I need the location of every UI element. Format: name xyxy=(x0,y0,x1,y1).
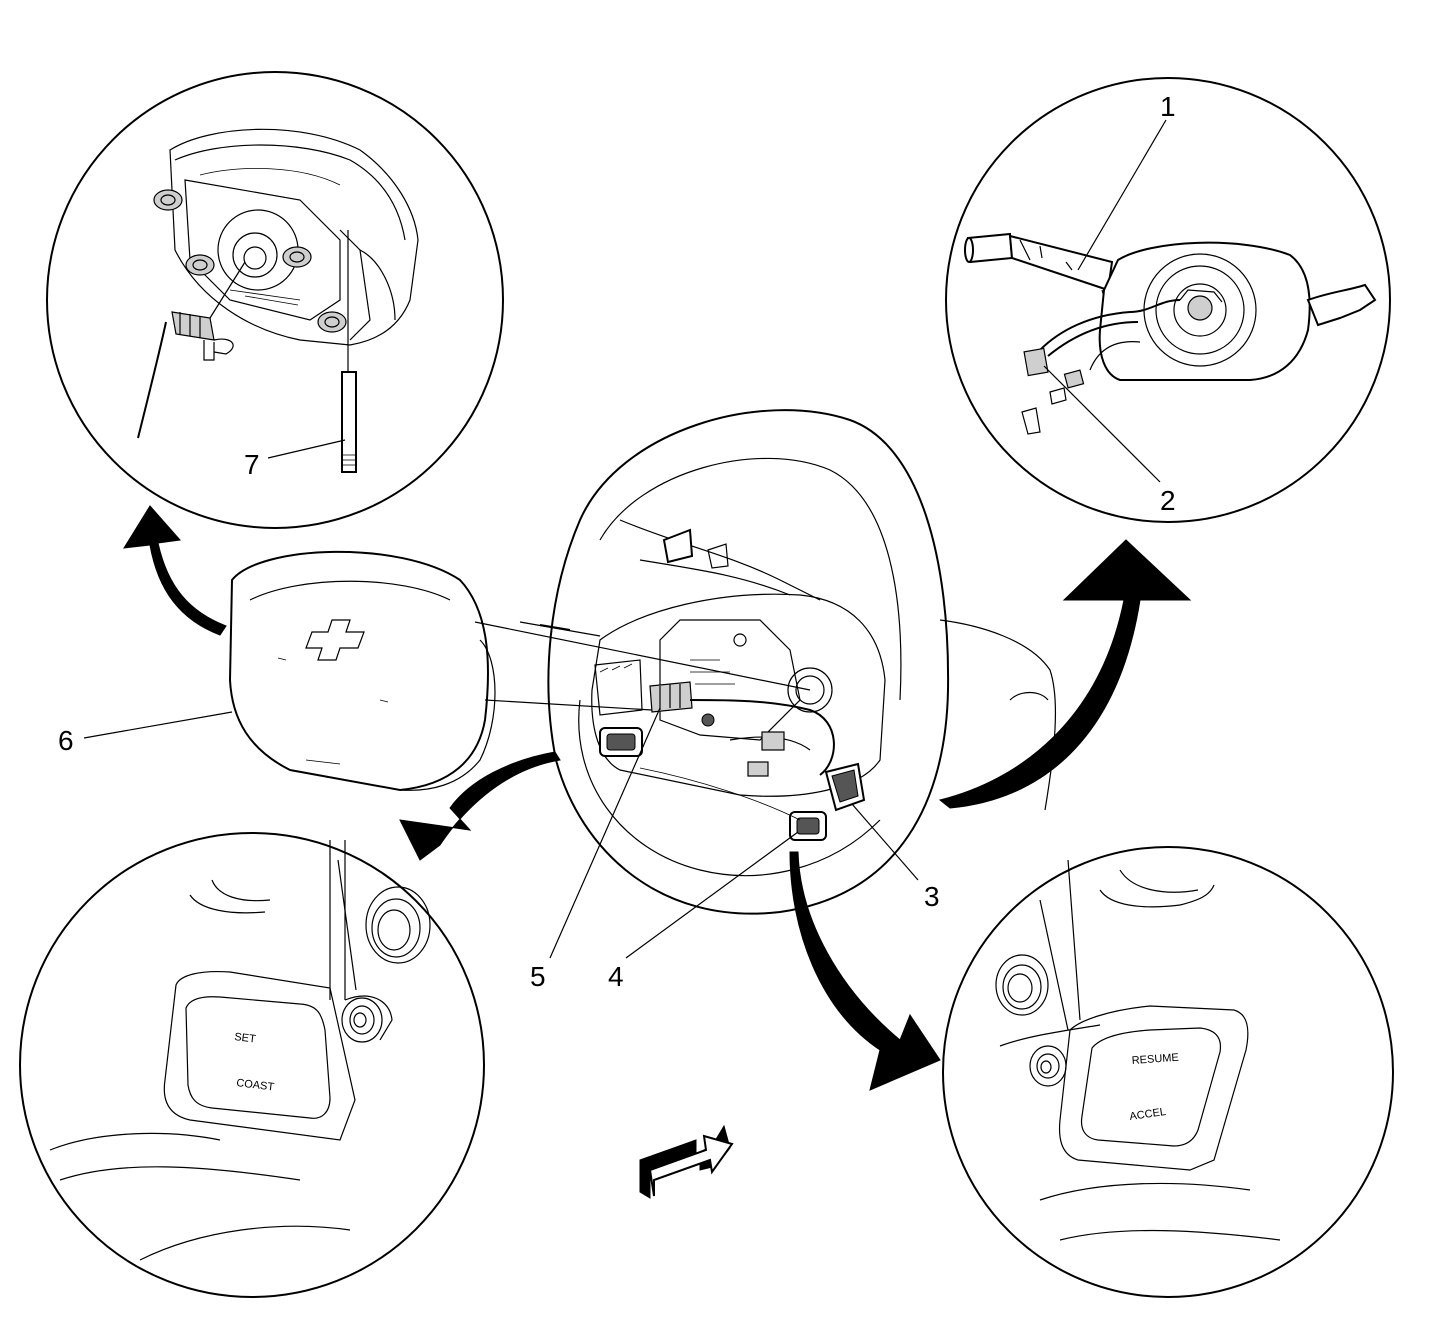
arrow-to-clockspring-detail xyxy=(938,539,1192,809)
detail-clockspring: 1 2 xyxy=(945,77,1391,523)
arrow-to-resume-accel-detail xyxy=(789,851,941,1091)
bowtie-emblem-icon xyxy=(305,619,365,661)
arrow-to-set-coast-detail xyxy=(399,751,561,861)
callout-3: 3 xyxy=(924,881,940,912)
mounting-bolt xyxy=(1029,1045,1067,1087)
clockspring-connector xyxy=(1021,347,1085,435)
callout-7: 7 xyxy=(244,449,260,480)
view-direction-arrow-icon xyxy=(639,1124,734,1199)
callout-4: 4 xyxy=(608,961,624,992)
detail-airbag-back: 7 xyxy=(46,71,504,529)
mounting-bolt xyxy=(341,997,383,1043)
column-boss xyxy=(365,886,431,964)
leader-line-1 xyxy=(1077,119,1167,271)
detail-circle-airbag xyxy=(46,71,504,529)
column-boss xyxy=(995,954,1049,1016)
detail-resume-accel: RESUME ACCEL xyxy=(942,846,1394,1298)
detail-circle-clockspring xyxy=(945,77,1391,523)
leader-line-4 xyxy=(625,831,799,959)
harness-connector xyxy=(747,731,785,777)
resume-button-label: RESUME xyxy=(1131,1052,1179,1067)
set-button-label: SET xyxy=(234,1031,257,1046)
callout-5: 5 xyxy=(530,961,546,992)
leader-line-7 xyxy=(267,439,346,459)
mounting-stud xyxy=(282,246,312,268)
mounting-stud xyxy=(185,254,215,276)
steering-wheel-rim xyxy=(547,409,950,915)
callout-6: 6 xyxy=(58,725,74,756)
hub-airbag-connector xyxy=(649,681,715,727)
callout-1: 1 xyxy=(1160,91,1176,122)
airbag-connector xyxy=(137,261,246,439)
detail-circle-resume-accel xyxy=(942,846,1394,1298)
detail-circle-set-coast xyxy=(19,832,485,1298)
accel-button-label: ACCEL xyxy=(1129,1106,1167,1123)
mounting-stud xyxy=(317,311,347,333)
leader-line-2 xyxy=(1043,365,1161,483)
coast-button-label: COAST xyxy=(236,1077,275,1094)
airbag-module xyxy=(228,550,811,792)
cruise-switch-4 xyxy=(789,811,827,841)
leader-line-5 xyxy=(549,707,661,959)
resume-accel-switch: RESUME ACCEL xyxy=(1058,1005,1249,1171)
set-coast-switch: SET COAST xyxy=(163,970,356,1141)
cruise-switch-3 xyxy=(824,762,866,812)
release-tool xyxy=(341,230,357,473)
multifunction-lever xyxy=(964,232,1121,312)
leader-line-3 xyxy=(851,803,919,881)
cruise-switch-left-small xyxy=(599,727,643,757)
callout-2: 2 xyxy=(1160,485,1176,516)
column-stalk xyxy=(662,528,729,569)
steering-wheel xyxy=(547,409,1057,915)
mounting-stud xyxy=(153,189,183,211)
detail-set-coast: SET COAST xyxy=(19,832,485,1298)
leader-line-6 xyxy=(83,711,233,739)
arrow-to-airbag-detail xyxy=(123,505,227,636)
steering-wheel-hub xyxy=(591,593,886,797)
